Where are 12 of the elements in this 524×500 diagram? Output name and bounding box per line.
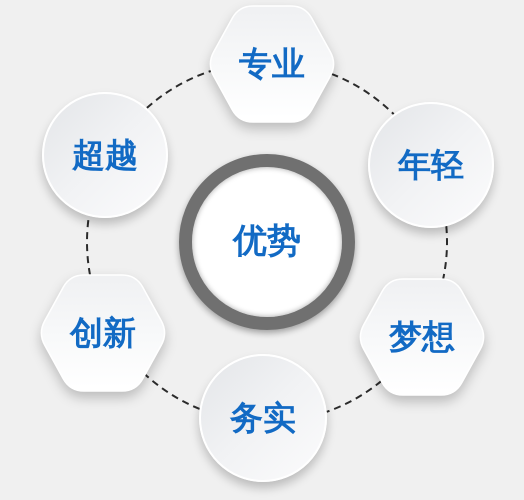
hexagon-node: 专业: [207, 6, 337, 122]
circle-node: 超越: [42, 92, 168, 218]
connector-line: [144, 374, 200, 410]
connector-line: [146, 70, 212, 109]
circle-node: 务实: [199, 354, 327, 482]
connector-line: [326, 380, 382, 413]
hexagon-node: 创新: [38, 275, 168, 391]
connector-line: [442, 226, 448, 280]
connector-line: [331, 73, 394, 115]
hexagon-node: 梦想: [357, 279, 487, 395]
circle-node: 年轻: [368, 102, 494, 228]
ring-circle: 优势: [179, 154, 355, 330]
